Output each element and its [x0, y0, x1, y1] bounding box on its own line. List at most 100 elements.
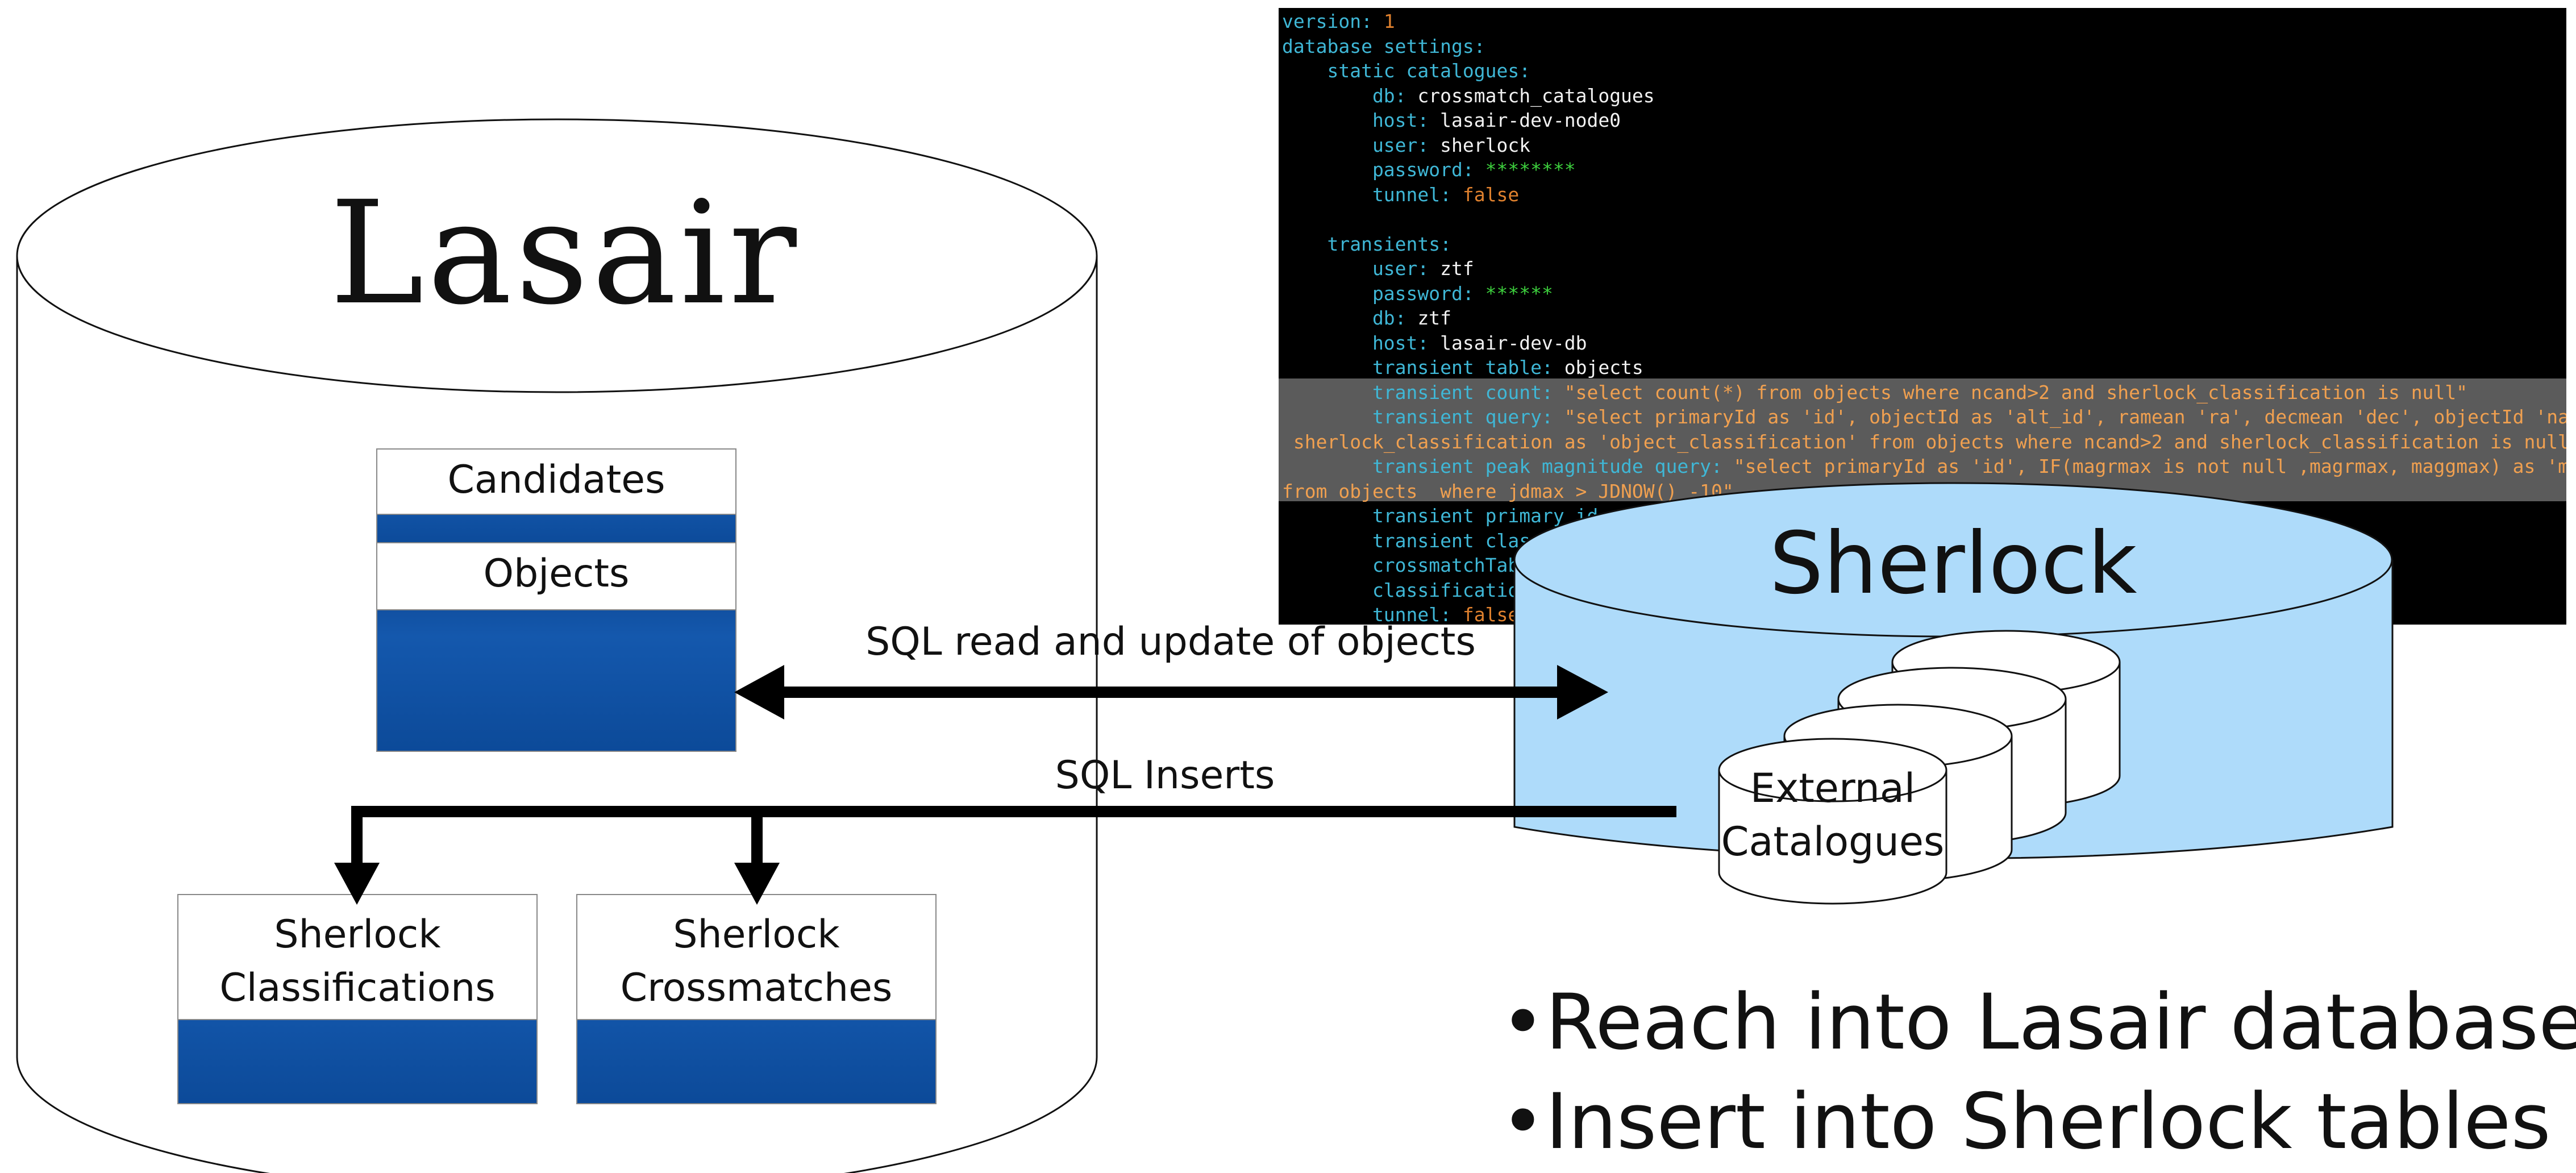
config-line: password: ******** — [1282, 157, 2566, 182]
config-token: crossmatch_catalogues — [1417, 84, 1655, 107]
external-label-line1: External — [1750, 765, 1916, 812]
read-update-arrow — [734, 665, 1608, 719]
classifications-label-line2: Classifications — [219, 966, 496, 1010]
config-token: user — [1282, 134, 1418, 156]
config-token: : — [1395, 84, 1418, 107]
config-token: : — [1541, 406, 1564, 428]
config-token: sherlock — [1440, 134, 1531, 156]
crossmatches-label-line2: Crossmatches — [620, 966, 893, 1010]
config-line: host: lasair-dev-db — [1282, 331, 2566, 355]
config-token: 1 — [1383, 10, 1395, 32]
config-token: sherlock_classification as 'object_class… — [1282, 430, 2566, 453]
config-token: : — [1417, 331, 1441, 354]
config-token: objects — [1564, 356, 1643, 378]
config-line: user: sherlock — [1282, 133, 2566, 157]
config-token: transient count — [1282, 381, 1542, 404]
classifications-label-line1: Sherlock — [274, 912, 441, 957]
config-line: host: lasair-dev-node0 — [1282, 108, 2566, 132]
external-label-line2: Catalogues — [1721, 818, 1945, 865]
config-line: transient count: "select count(*) from o… — [1282, 380, 2566, 405]
config-line: sherlock_classification as 'object_class… — [1282, 430, 2566, 454]
config-token: : — [1417, 134, 1441, 156]
lasair-title: Lasair — [330, 170, 800, 336]
sherlock-title: Sherlock — [1769, 514, 2137, 613]
config-line: classifications — [1282, 578, 2566, 602]
config-line: password: ****** — [1282, 281, 2566, 306]
config-token: : — [1417, 257, 1441, 280]
config-line: tunnel: false — [1282, 602, 2566, 625]
config-token: ztf — [1440, 257, 1474, 280]
config-token: host — [1282, 331, 1418, 354]
config-line: version: 1 — [1282, 9, 2566, 34]
config-line: transient query: "select primaryId as 'i… — [1282, 405, 2566, 429]
config-token: : — [1440, 604, 1463, 625]
external-catalogues-stack — [1718, 630, 2121, 905]
config-token: host — [1282, 109, 1418, 131]
insert-arrow — [334, 806, 1676, 905]
inserts-label: SQL Inserts — [1055, 753, 1275, 798]
config-token: false — [1462, 183, 1520, 206]
sherlock-crossmatches-table — [576, 894, 937, 1104]
classifications-label: Sherlock Classifications — [178, 908, 537, 1015]
config-token: : — [1361, 10, 1384, 32]
config-token: transient table — [1282, 356, 1542, 378]
config-line: tunnel: false — [1282, 182, 2566, 207]
highlighted-query-block — [1279, 378, 2566, 501]
objects-label: Objects — [483, 551, 630, 596]
config-token: version — [1282, 10, 1362, 32]
config-line: from objects where jdmax > JDNOW() -10" — [1282, 479, 2566, 504]
config-token: ztf — [1417, 307, 1452, 329]
config-token: database settings — [1282, 35, 1474, 57]
config-token: crossmatchTable — [1282, 554, 1542, 576]
config-token: ****** — [1485, 282, 1553, 305]
config-token: transient peak magnitude query — [1282, 455, 1711, 477]
config-token: : — [1519, 60, 1531, 82]
config-token: : — [1474, 35, 1485, 57]
config-token: lasair-dev-db — [1440, 331, 1587, 354]
sherlock-classifications-table — [177, 894, 538, 1104]
bullet-insert-into-sherlock: •Insert into Sherlock tables — [1500, 1077, 2551, 1166]
config-token: classification — [1282, 579, 1531, 601]
config-token: : — [1711, 455, 1734, 477]
config-token: : — [1541, 356, 1564, 378]
config-token: : — [1462, 159, 1485, 181]
config-token: tunnel — [1282, 604, 1441, 625]
config-token: : — [1440, 183, 1463, 206]
external-catalogues-label: External Catalogues — [1719, 762, 1946, 868]
config-token: from objects where jdmax > JDNOW() -10" — [1282, 480, 1734, 502]
config-token: "select primaryId as 'id', objectId as '… — [1564, 406, 2566, 428]
config-token: : — [1462, 282, 1485, 305]
config-token: : — [1395, 307, 1418, 329]
config-token: db — [1282, 84, 1395, 107]
config-line: transient table: objects — [1282, 355, 2566, 380]
config-line: static catalogues: — [1282, 59, 2566, 83]
candidates-label: Candidates — [447, 457, 665, 502]
config-token: password — [1282, 159, 1463, 181]
read-update-label: SQL read and update of objects — [865, 619, 1476, 664]
config-line: user: ztf — [1282, 256, 2566, 281]
config-line: database settings: — [1282, 34, 2566, 59]
config-token: transient query — [1282, 406, 1542, 428]
config-token: user — [1282, 257, 1418, 280]
config-line: db: ztf — [1282, 306, 2566, 330]
config-token: db — [1282, 307, 1395, 329]
config-token: lasair-dev-node0 — [1440, 109, 1621, 131]
config-token: : — [1417, 109, 1441, 131]
candidates-table — [376, 448, 736, 546]
crossmatches-label: Sherlock Crossmatches — [577, 908, 936, 1015]
config-token: : — [1440, 232, 1452, 255]
config-token: password — [1282, 282, 1463, 305]
objects-table — [376, 542, 736, 752]
config-token: false — [1462, 604, 1520, 625]
crossmatches-label-line1: Sherlock — [673, 912, 840, 957]
config-line: transients: — [1282, 232, 2566, 256]
config-token: tunnel — [1282, 183, 1441, 206]
config-line: db: crossmatch_catalogues — [1282, 84, 2566, 108]
config-token: : — [1541, 381, 1564, 404]
config-line: transient peak magnitude query: "select … — [1282, 454, 2566, 479]
bullet-reach-into-lasair: •Reach into Lasair database — [1500, 978, 2576, 1067]
config-token: transients — [1282, 232, 1441, 255]
config-token: "select primaryId as 'id', IF(magrmax is… — [1733, 455, 2566, 477]
